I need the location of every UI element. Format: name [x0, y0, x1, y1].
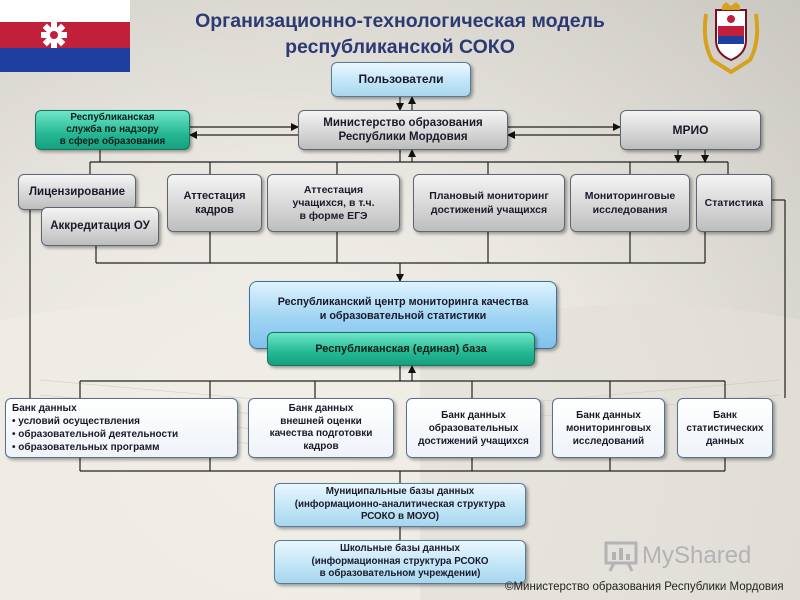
accreditation-box: Аккредитация ОУ [41, 207, 159, 246]
page-title: Организационно-технологическая модель ре… [195, 10, 605, 58]
copyright-footer: ©Министерство образования Республики Мор… [505, 581, 784, 593]
coat-of-arms-icon [702, 2, 760, 74]
mrio-box: МРИО [620, 110, 761, 150]
mordovia-flag [0, 0, 130, 78]
presentation-icon [604, 541, 638, 572]
municipal-databases-box: Муниципальные базы данных(информационно-… [274, 483, 526, 527]
republican-base-box: Республиканская (единая) база [267, 332, 535, 366]
bank-conditions-box: Банк данных• условий осуществления• обра… [5, 398, 238, 458]
statistics-box: Статистика [696, 174, 772, 232]
sun-emblem-icon [41, 22, 67, 48]
users-box: Пользователи [331, 62, 471, 97]
licensing-box: Лицензирование [18, 174, 136, 210]
school-databases-box: Школьные базы данных(информационная стру… [274, 540, 526, 584]
myshared-watermark: MyShared [604, 536, 774, 576]
